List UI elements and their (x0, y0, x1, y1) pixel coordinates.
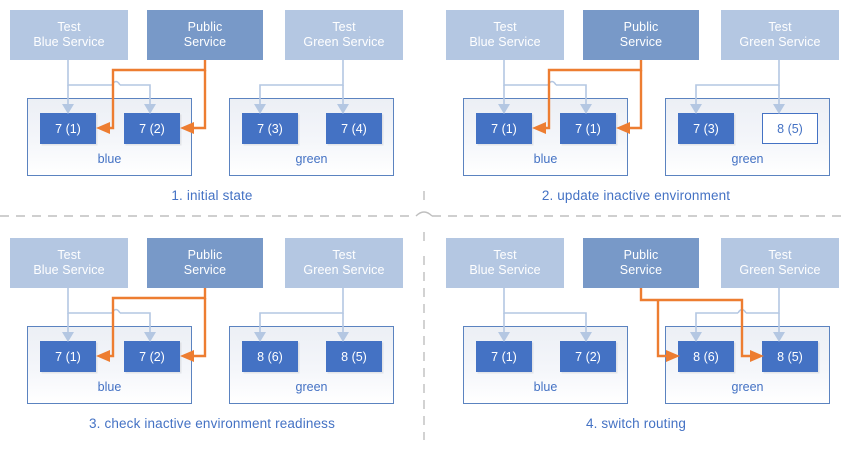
test-green-service-line2: Green Service (303, 263, 385, 277)
pod-green-2[interactable]: 8 (5) (326, 341, 382, 372)
green-env-label: green (731, 380, 764, 394)
test-green-service-line2: Green Service (739, 35, 821, 49)
pod-blue-1[interactable]: 7 (1) (40, 341, 96, 372)
panel-2-caption: 2. update inactive environment (541, 188, 731, 203)
blue-env-label: blue (97, 380, 122, 394)
public-service-line1: Public (187, 20, 223, 34)
test-green-service-line1: Test (332, 20, 356, 34)
blue-env-label: blue (533, 152, 558, 166)
pod-green-1[interactable]: 8 (6) (678, 341, 734, 372)
public-service-line1: Public (623, 20, 659, 34)
test-blue-service-line1: Test (493, 20, 517, 34)
blue-env-label: blue (97, 152, 122, 166)
pod-blue-2[interactable]: 7 (1) (560, 113, 616, 144)
public-service-line1: Public (623, 248, 659, 262)
pod-green-1[interactable]: 7 (3) (678, 113, 734, 144)
public-service-line2: Service (619, 263, 663, 277)
test-green-service-line2: Green Service (303, 35, 385, 49)
pod-blue-2[interactable]: 7 (2) (124, 341, 180, 372)
test-blue-service-line1: Test (493, 248, 517, 262)
panel-3-caption: 3. check inactive environment readiness (89, 416, 335, 431)
pod-blue-2[interactable]: 7 (2) (124, 113, 180, 144)
test-blue-service-line2: Blue Service (33, 263, 105, 277)
pod-blue-1[interactable]: 7 (1) (476, 341, 532, 372)
test-blue-service-line1: Test (57, 248, 81, 262)
green-env-label: green (731, 152, 764, 166)
test-green-service-line1: Test (768, 20, 792, 34)
test-blue-service-line2: Blue Service (469, 35, 541, 49)
panel-1-caption: 1. initial state (171, 188, 253, 203)
green-env-label: green (295, 152, 328, 166)
test-green-service-line2: Green Service (739, 263, 821, 277)
public-service-line2: Service (183, 263, 227, 277)
pod-green-1[interactable]: 7 (3) (242, 113, 298, 144)
public-service-line2: Service (183, 35, 227, 49)
test-green-service-line1: Test (332, 248, 356, 262)
pod-green-2[interactable]: 8 (5) (762, 113, 818, 144)
test-blue-service-line1: Test (57, 20, 81, 34)
pod-green-2[interactable]: 8 (5) (762, 341, 818, 372)
pod-green-2[interactable]: 7 (4) (326, 113, 382, 144)
pod-blue-2[interactable]: 7 (2) (560, 341, 616, 372)
panel-4-caption: 4. switch routing (585, 416, 687, 431)
blue-env-label: blue (533, 380, 558, 394)
test-green-service-line1: Test (768, 248, 792, 262)
pod-blue-1[interactable]: 7 (1) (40, 113, 96, 144)
public-service-line2: Service (619, 35, 663, 49)
public-service-line1: Public (187, 248, 223, 262)
test-blue-service-line2: Blue Service (33, 35, 105, 49)
green-env-label: green (295, 380, 328, 394)
test-blue-service-line2: Blue Service (469, 263, 541, 277)
pod-blue-1[interactable]: 7 (1) (476, 113, 532, 144)
pod-green-1[interactable]: 8 (6) (242, 341, 298, 372)
